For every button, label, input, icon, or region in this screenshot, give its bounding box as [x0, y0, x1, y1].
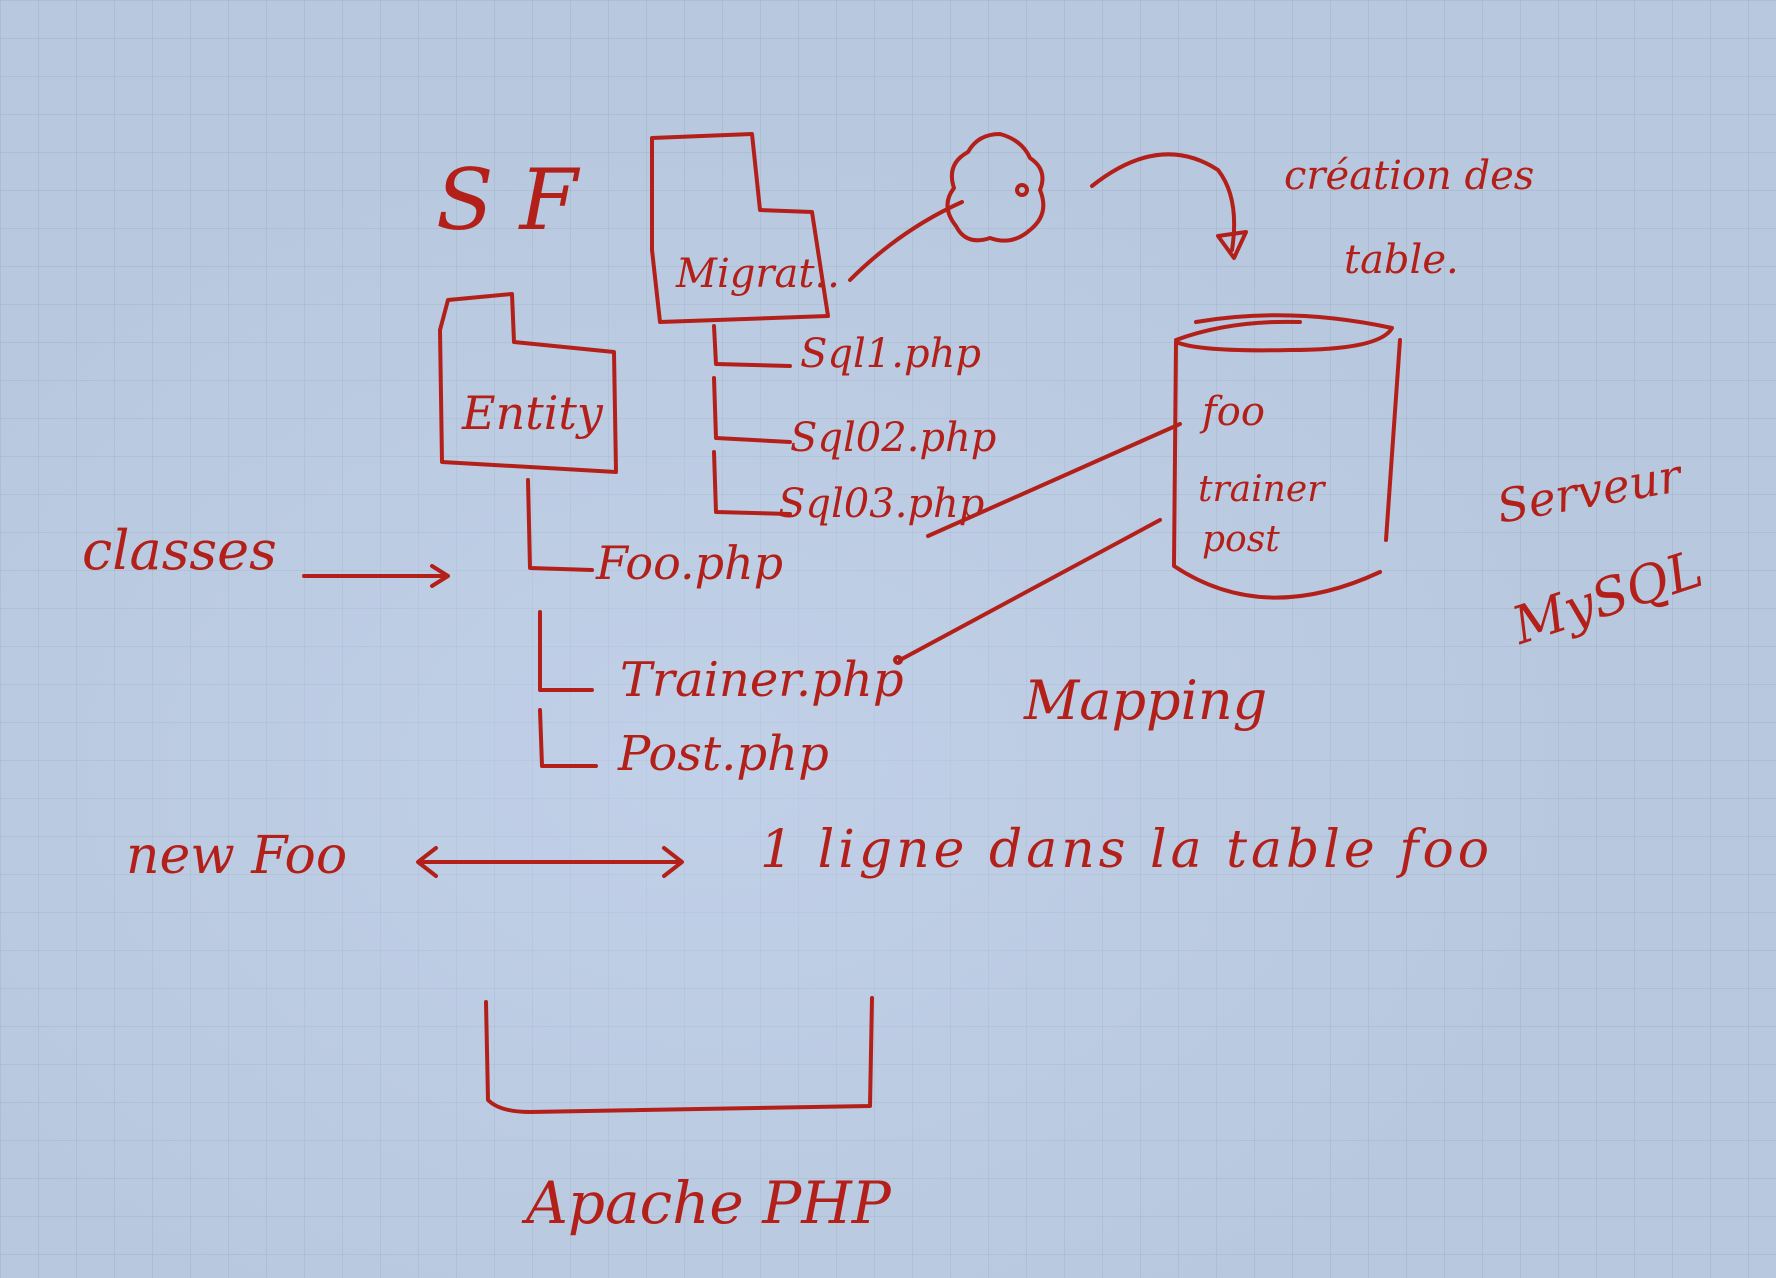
database-cylinder-icon	[1172, 313, 1402, 600]
creation-arrow	[1090, 152, 1237, 252]
migrations-folder-icon	[650, 132, 830, 324]
db-table-trainer: trainer	[1198, 469, 1325, 510]
mapping-line-foo	[926, 422, 1182, 538]
mapping-dot	[893, 655, 903, 665]
classes-arrow	[302, 564, 450, 588]
creation-arrowhead	[1216, 230, 1248, 260]
table-label: table.	[1344, 237, 1459, 283]
entity-file-foo: Foo.php	[596, 536, 784, 590]
entity-file-trainer: Trainer.php	[620, 652, 904, 708]
apache-php-label: Apache PHP	[526, 1169, 891, 1237]
migration-to-command-line	[848, 200, 964, 282]
migration-file-sql3: Sql03.php	[778, 481, 985, 527]
classes-label: classes	[82, 519, 277, 582]
entity-file-post: Post.php	[618, 726, 829, 782]
new-foo-label: new Foo	[126, 826, 348, 886]
migration-file-sql2: Sql02.php	[790, 415, 997, 461]
entity-tree-lines	[526, 478, 598, 768]
entity-folder-icon	[438, 292, 618, 474]
migrations-tree-lines	[712, 324, 792, 516]
db-table-foo: foo	[1202, 389, 1265, 435]
db-table-post: post	[1202, 519, 1280, 560]
one-row-label: 1 ligne dans la table foo	[760, 820, 1494, 880]
entity-folder-label: Entity	[462, 386, 603, 440]
database-top-rim	[1174, 319, 1302, 342]
sf-label: SF	[436, 151, 604, 249]
mapping-label: Mapping	[1024, 669, 1268, 732]
apache-container	[484, 996, 874, 1114]
migration-file-sql1: Sql1.php	[800, 331, 981, 377]
creation-label: création des	[1284, 153, 1535, 199]
gear-center-icon	[1015, 183, 1029, 197]
new-foo-double-arrow	[416, 846, 684, 878]
gear-icon	[945, 132, 1046, 243]
mapping-line-trainer	[898, 518, 1162, 662]
migrations-folder-label: Migrat..	[676, 251, 840, 297]
